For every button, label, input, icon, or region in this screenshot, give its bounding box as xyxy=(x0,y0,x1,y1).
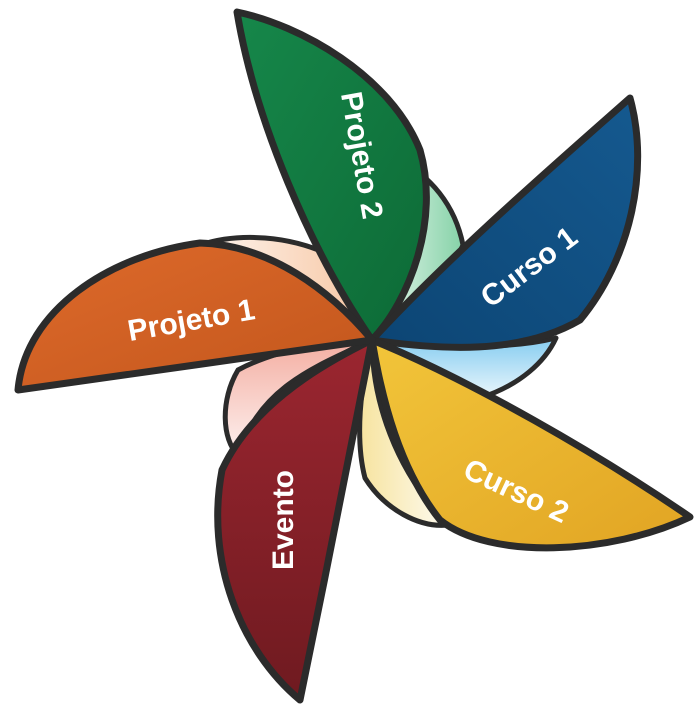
petal-evento[interactable] xyxy=(214,336,376,704)
petals xyxy=(14,8,694,704)
label-evento: Evento xyxy=(267,470,300,570)
petal-curso-1[interactable] xyxy=(368,94,642,351)
petal-projeto-1[interactable] xyxy=(14,239,376,394)
petal-curso-2[interactable] xyxy=(368,336,694,552)
petal-projeto-2[interactable] xyxy=(233,8,430,344)
